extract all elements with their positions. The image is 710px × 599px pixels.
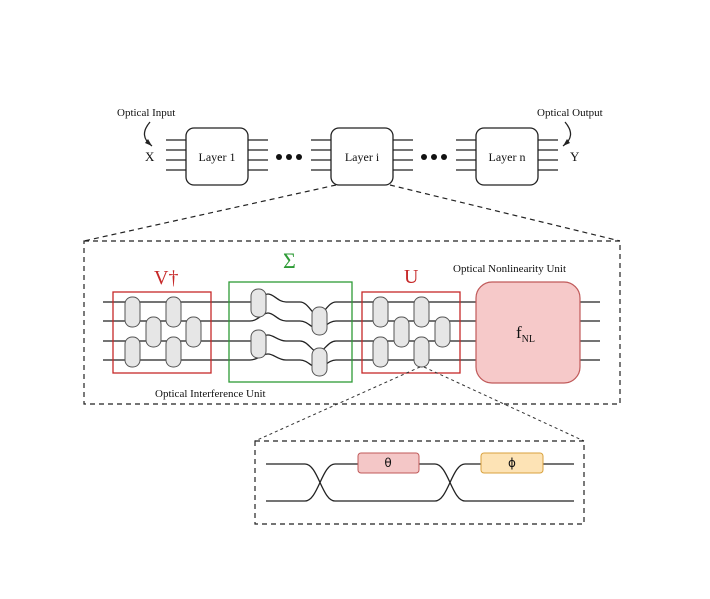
layer-n-label: Layer n [489,150,526,164]
theta-phase-shifter [357,452,420,474]
layer-n-box [475,127,539,186]
layer-i-wires [311,139,413,171]
ellipsis-dots-left [276,154,302,160]
u-couplers [372,296,451,368]
input-arrowhead [145,139,152,146]
theta-label: θ [384,456,391,470]
output-arrowhead [563,139,570,146]
layer-i-label: Layer i [345,150,380,164]
mzi-detail-frame [254,440,585,525]
nonlinearity-unit-title: Optical Nonlinearity Unit [453,263,566,275]
layer-detail-frame [83,240,621,405]
layer-1-label: Layer 1 [199,150,236,164]
nonlinearity-label: fNL [516,323,535,345]
u-label: U [404,266,419,288]
sigma-attenuators [250,288,328,377]
optical-output-label: Optical Output [537,107,603,119]
v-dagger-couplers [124,296,202,368]
v-dagger-label: V† [154,267,178,289]
layer-chain: Optical Input Optical Output X Y Layer 1 [117,107,603,186]
phi-label: ϕ [508,456,516,470]
layer-i-box [330,127,394,186]
fnl-subscript: NL [522,334,535,345]
mzi-zoom-line-left [254,366,421,442]
zoom-line-left [83,184,337,242]
ellipsis-dots-right [421,154,447,160]
mzi-zoom-line-right [423,366,585,442]
layer-1-wires [166,139,268,171]
sigma-box [228,281,353,383]
interference-unit-title: Optical Interference Unit [155,388,266,400]
layer-n-wires [456,139,558,171]
u-box [361,291,461,374]
zoom-line-right [389,184,621,242]
optical-input-label: Optical Input [117,107,175,119]
layer-1-box [185,127,249,186]
nonlinearity-box [475,281,581,384]
input-symbol: X [145,149,155,164]
fnl-main: f [516,323,522,342]
sigma-label: Σ [283,248,296,273]
v-dagger-box [112,291,212,374]
phi-phase-shifter [480,452,544,474]
output-symbol: Y [570,149,580,164]
